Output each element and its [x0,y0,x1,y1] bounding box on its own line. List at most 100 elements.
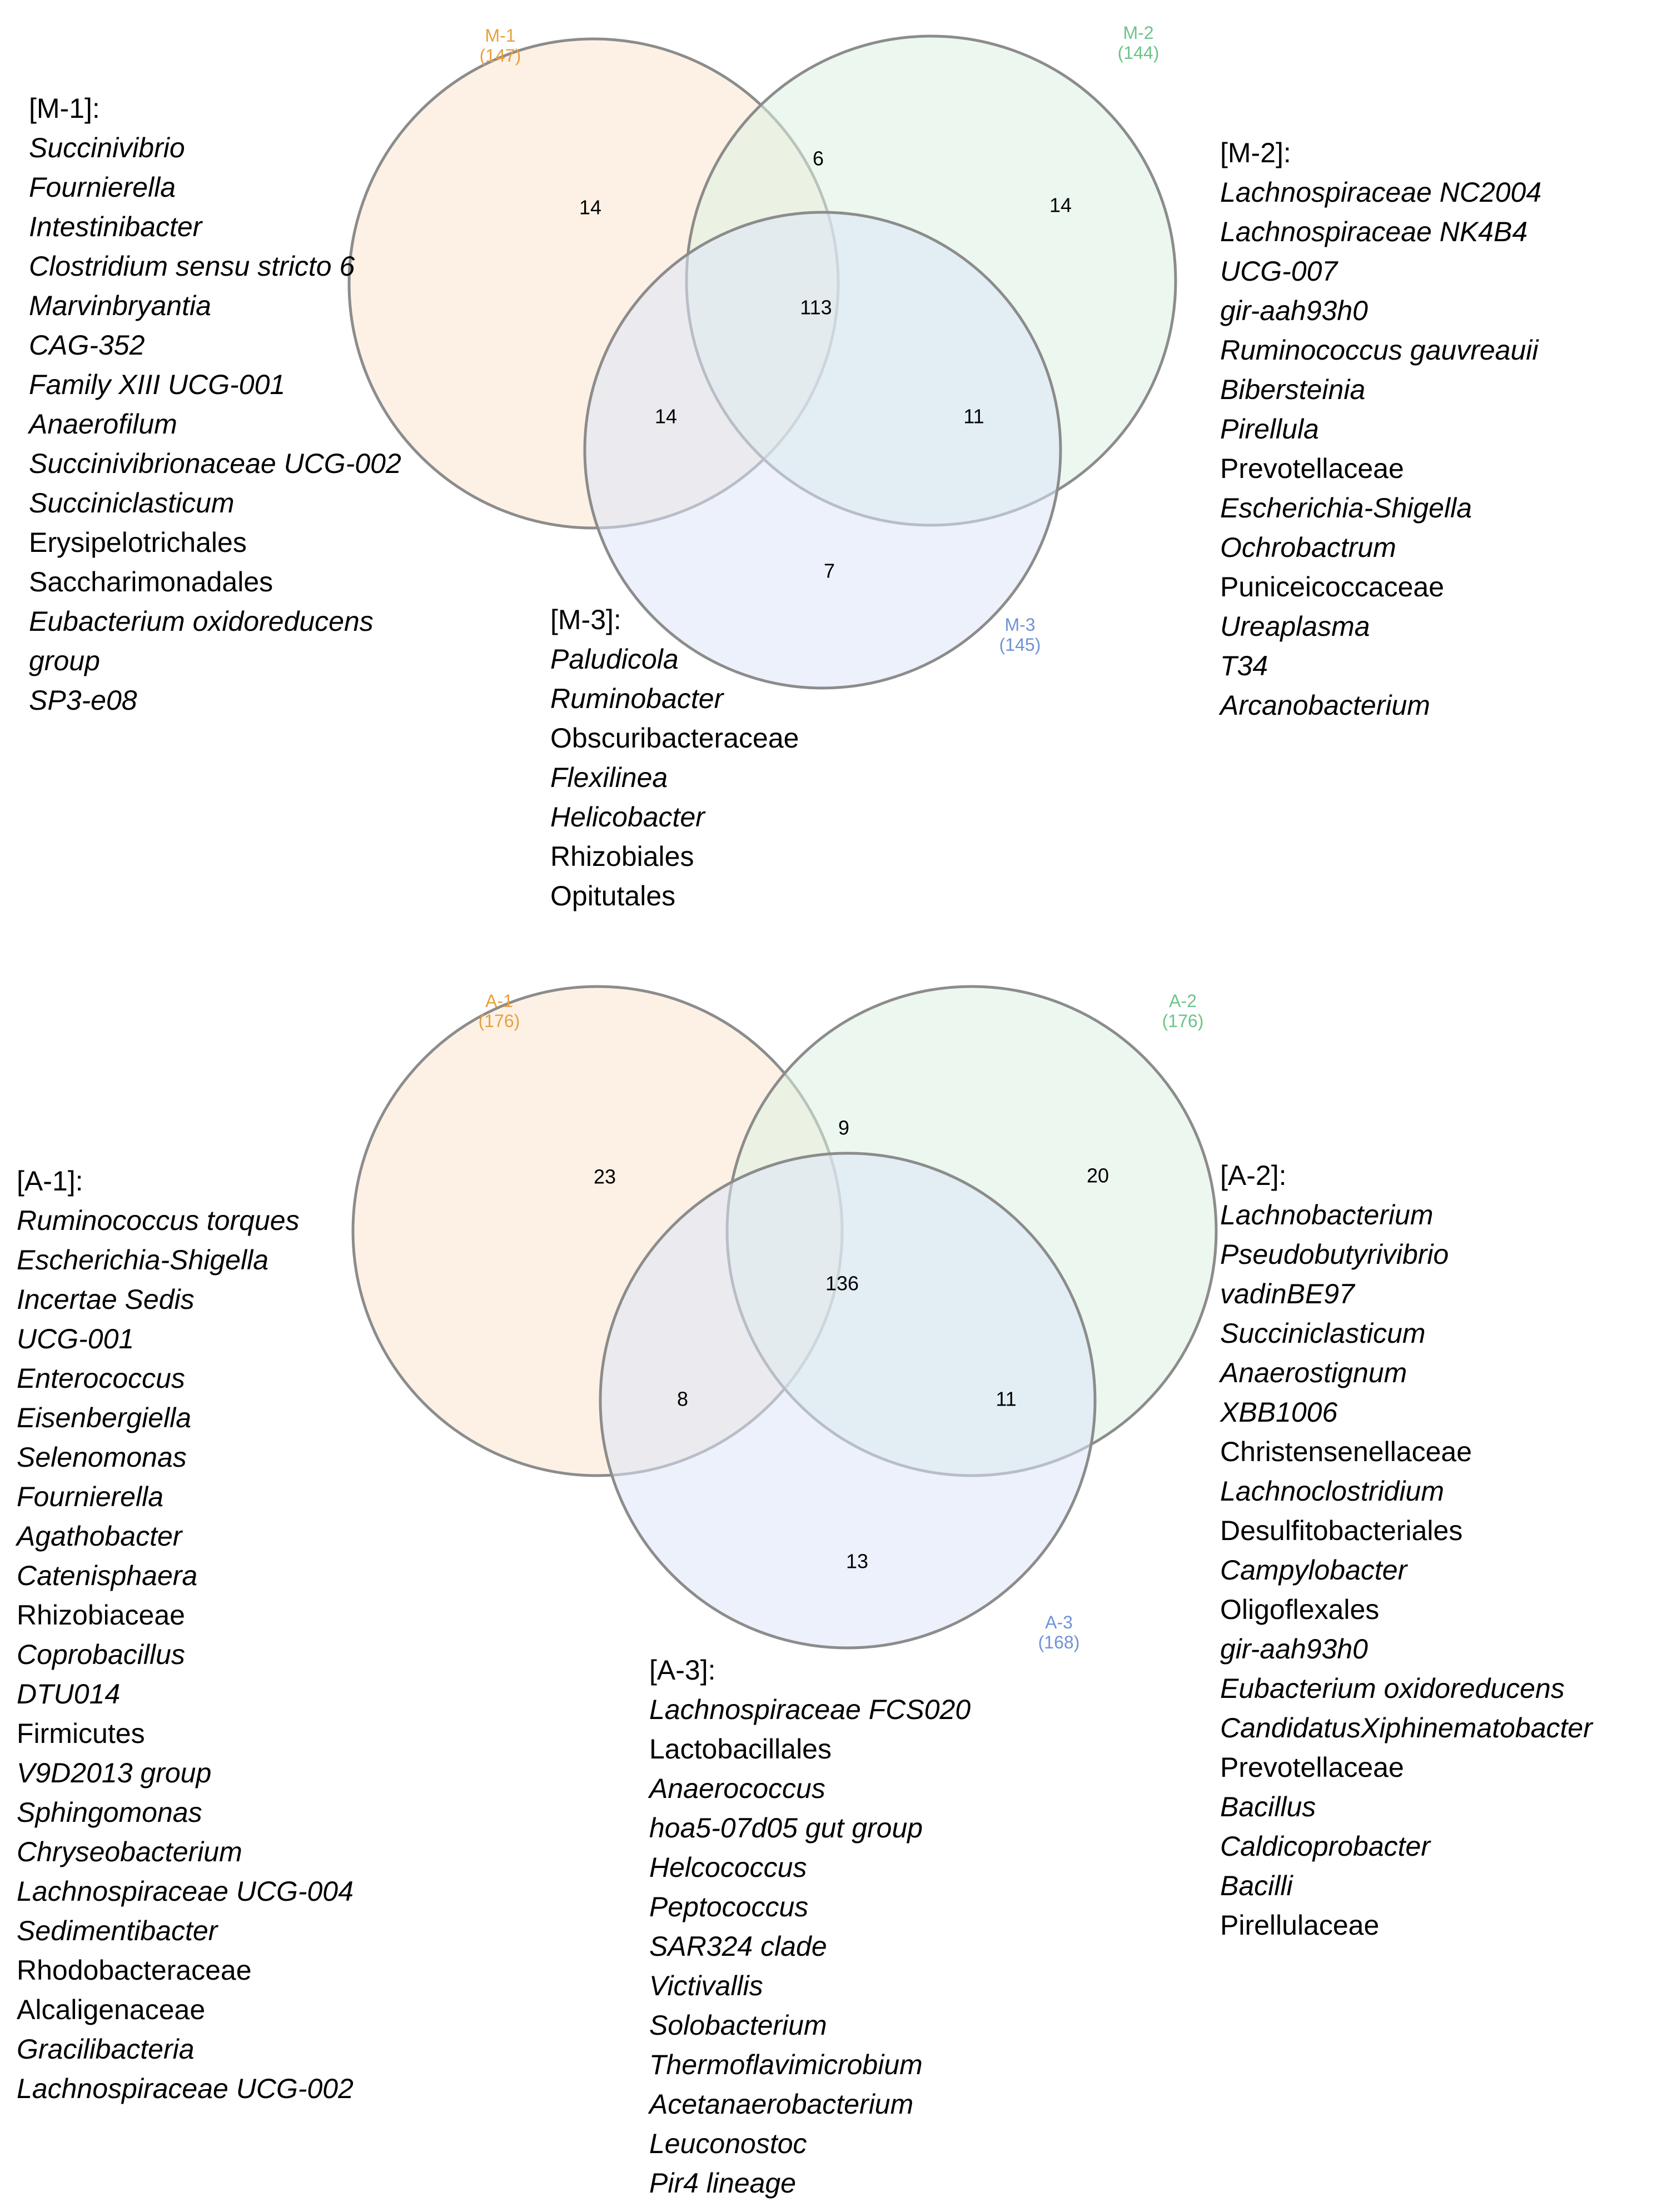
taxon-name: CAG-352 [29,330,145,361]
taxon-name: Gracilibacteria [17,2034,195,2065]
taxon-name: Lachnospiraceae NK4B4 [1220,216,1528,247]
taxon-name: Ruminobacter [550,683,724,714]
region-count-M-r13: 14 [655,405,677,428]
taxon-name: Caldicoprobacter [1220,1831,1430,1862]
region-count-A-r23: 11 [996,1388,1016,1411]
taxon-name: UCG-001 [17,1323,135,1354]
taxon-name: Helcococcus [649,1852,807,1883]
set-size-M-3: (145) [999,635,1041,655]
taxon-name: Leuconostoc [649,2128,807,2159]
region-count-M-r23: 11 [963,405,984,428]
region-count-A-only_3: 13 [846,1550,868,1573]
set-size-A-1: (176) [479,1011,520,1031]
taxon-name: Pir4 lineage [649,2168,797,2199]
taxon-name: Clostridium sensu stricto 6 [29,251,355,282]
taxon-name: Eubacterium oxidoreducens [29,606,374,637]
taxon-name: Peptococcus [649,1891,809,1922]
taxon-name: Saccharimonadales [29,566,273,597]
taxon-name: Lachnospiraceae FCS020 [649,1694,971,1725]
taxon-name: Arcanobacterium [1220,690,1430,721]
taxon-name: Anaerofilum [29,408,177,440]
set-size-A-2: (176) [1162,1011,1204,1031]
region-count-M-r123: 113 [800,296,832,319]
taxon-name: Agathobacter [17,1521,182,1552]
taxon-name: Chryseobacterium [17,1836,242,1867]
taxon-name: Christensenellaceae [1220,1436,1472,1467]
taxon-name: Ruminococcus torques [17,1205,300,1236]
taxon-name: Lachnospiraceae UCG-002 [17,2073,354,2104]
taxon-name: Marvinbryantia [29,290,211,321]
taxon-name: Thermoflavimicrobium [649,2049,923,2080]
taxon-name: hoa5-07d05 gut group [649,1812,923,1844]
taxon-name: group [29,645,100,676]
taxon-name: Anaerostignum [1220,1357,1407,1388]
taxon-name: Lachnobacterium [1220,1199,1434,1230]
taxon-name: Bibersteinia [1220,374,1366,405]
taxon-name: Lachnoclostridium [1220,1476,1444,1507]
taxon-name: Anaerococcus [649,1773,825,1804]
taxa-list-title: [A-3]: [649,1655,716,1686]
taxon-name: Prevotellaceae [1220,453,1404,484]
taxon-name: Ureaplasma [1220,611,1370,642]
taxon-name: Family XIII UCG-001 [29,369,286,400]
taxon-name: V9D2013 group [17,1757,212,1788]
taxon-name: vadinBE97 [1220,1278,1355,1309]
taxon-name: Helicobacter [550,801,705,833]
taxon-name: Sphingomonas [17,1797,202,1828]
region-count-A-r13: 8 [677,1388,688,1411]
region-count-A-only_1: 23 [594,1165,616,1188]
taxon-name: Alcaligenaceae [17,1994,206,2025]
taxon-name: Lactobacillales [649,1733,832,1765]
taxon-name: Pseudobutyrivibrio [1220,1239,1449,1270]
region-count-A-r12: 9 [838,1117,849,1139]
taxon-name: Prevotellaceae [1220,1752,1404,1783]
taxon-name: T34 [1220,650,1268,681]
taxa-list-title: [A-1]: [17,1165,83,1197]
set-label-A-2: A-2 [1169,991,1197,1011]
taxon-name: Victivallis [649,1970,763,2001]
taxon-name: Intestinibacter [29,211,202,242]
taxa-list-title: [M-1]: [29,93,100,124]
taxon-name: Fournierella [29,172,176,203]
taxon-name: Succiniclasticum [1220,1318,1426,1349]
taxon-name: Succiniclasticum [29,487,235,519]
taxon-name: Opitutales [550,880,676,911]
taxon-name: DTU014 [17,1678,121,1710]
taxon-name: Escherichia-Shigella [17,1244,269,1276]
taxon-name: Catenisphaera [17,1560,198,1591]
taxon-name: Eisenbergiella [17,1402,192,1433]
taxon-name: Pirellulaceae [1220,1910,1380,1941]
taxon-name: Lachnospiraceae UCG-004 [17,1876,354,1907]
taxa-list-title: [M-2]: [1220,137,1291,168]
taxa-list-title: [A-2]: [1220,1160,1287,1191]
taxon-name: Rhizobiales [550,841,694,872]
set-label-M-2: M-2 [1123,23,1153,43]
taxon-name: Fournierella [17,1481,164,1512]
taxon-name: Bacilli [1220,1870,1293,1901]
taxon-name: Obscuribacteraceae [550,723,799,754]
region-count-A-r123: 136 [825,1272,859,1295]
taxon-name: SP3-e08 [29,685,137,716]
taxon-name: Coprobacillus [17,1639,185,1670]
taxon-name: Ruminococcus gauvreauii [1220,335,1539,366]
taxon-name: XBB1006 [1220,1397,1338,1428]
taxa-list-title: [M-3]: [550,604,621,635]
taxon-name: Erysipelotrichales [29,527,247,558]
region-count-M-only_2: 14 [1049,194,1072,217]
taxon-name: Eubacterium oxidoreducens [1220,1673,1565,1704]
taxon-name: Rhizobiaceae [17,1600,185,1631]
taxon-name: CandidatusXiphinematobacter [1220,1712,1593,1743]
region-count-M-r12: 6 [813,147,824,170]
set-label-A-1: A-1 [485,991,513,1011]
set-size-A-3: (168) [1038,1632,1080,1652]
taxon-name: Desulfitobacteriales [1220,1515,1463,1546]
region-count-M-only_1: 14 [579,196,601,219]
